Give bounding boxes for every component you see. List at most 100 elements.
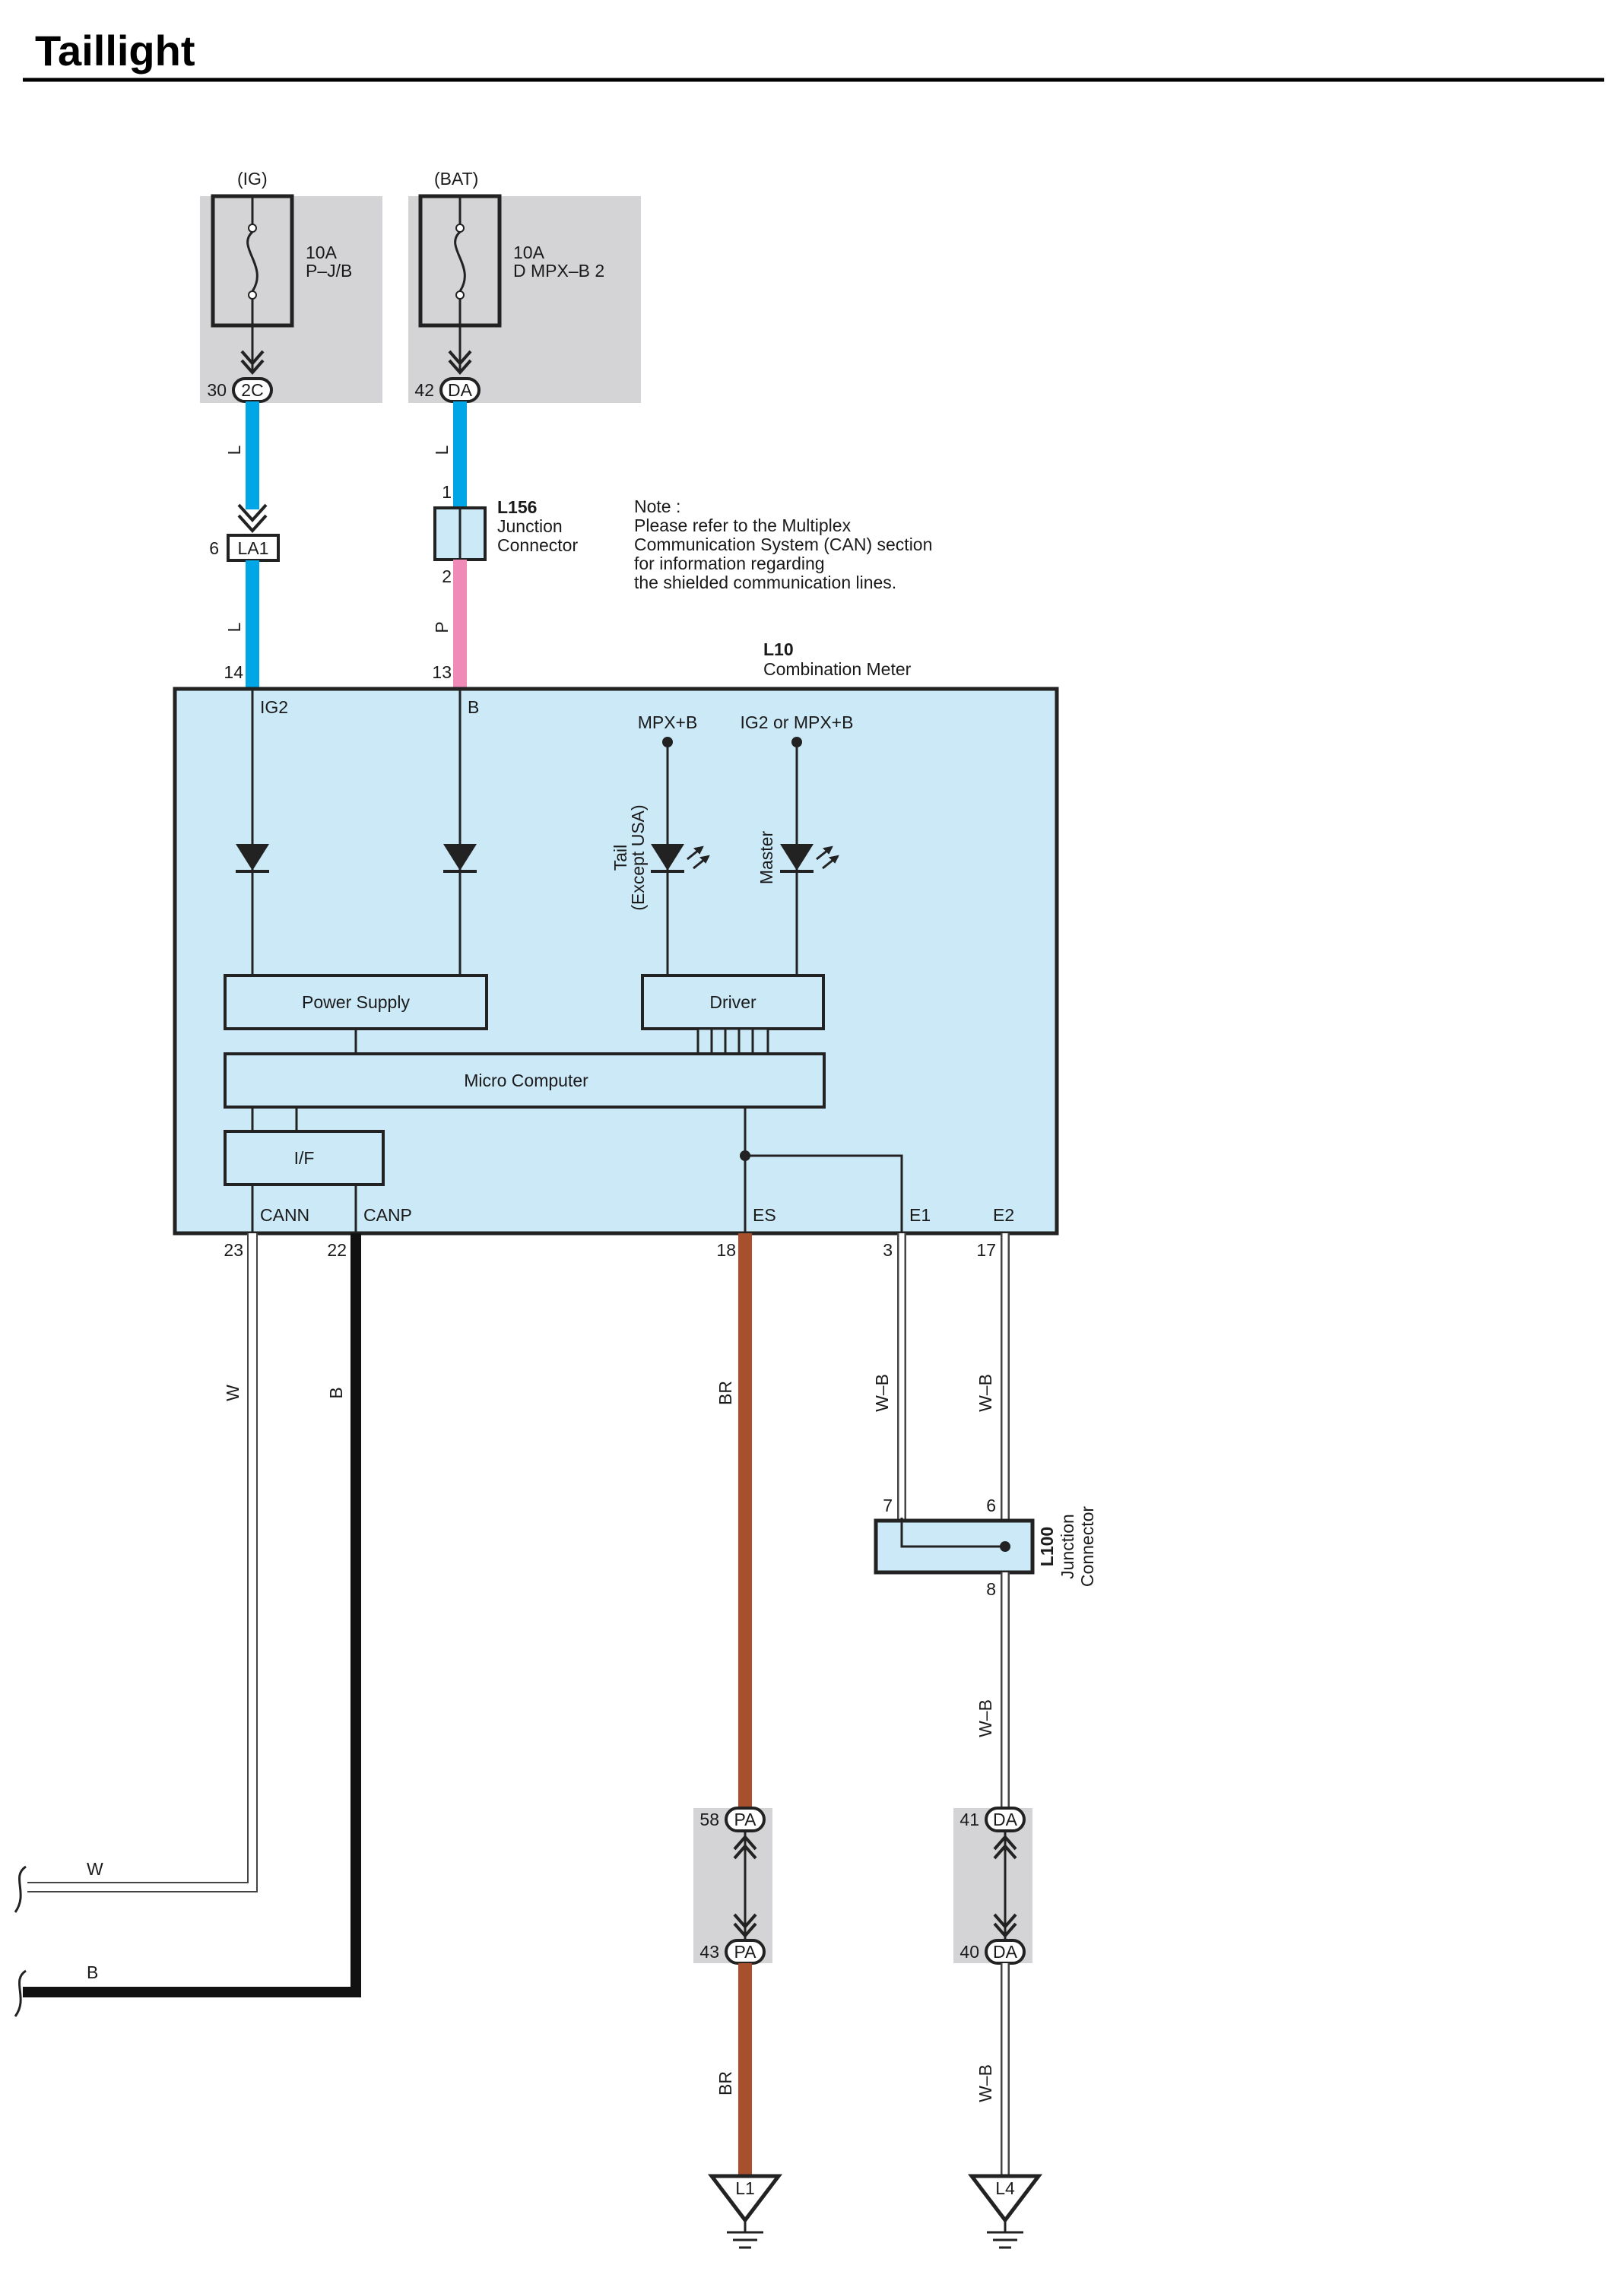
l10-terminal-mpxb: MPX+B <box>638 712 698 732</box>
b-diode <box>443 844 477 871</box>
l100-line2: Connector <box>1077 1506 1097 1587</box>
ground-l1-bars <box>727 2231 763 2249</box>
l100-line1: Junction <box>1058 1514 1077 1579</box>
wire-es-color-lower: BR <box>715 2071 735 2095</box>
fuse-ig-source: (IG) <box>237 169 268 189</box>
fuse-bat-rating: 10A <box>513 243 545 262</box>
fuse-ig-group: (IG) 10A P–J/B 2C 30 <box>200 169 382 403</box>
wire-cann-color-horiz: W <box>87 1859 103 1879</box>
inline-pa-bottom-label: PA <box>734 1942 757 1962</box>
tail-led <box>651 844 684 871</box>
upper-wires: LA1 6 L L 14 L 1 L156 Junction Connector… <box>209 401 578 689</box>
page-title: Taillight <box>35 27 195 75</box>
tail-led-arrowheads <box>693 845 710 864</box>
if-block <box>224 1130 385 1186</box>
es-to-e1 <box>745 1154 903 1233</box>
master-label: Master <box>756 831 776 885</box>
inline-pa-top-label: PA <box>734 1810 757 1829</box>
l156-line2: Connector <box>497 535 578 555</box>
combination-meter: L10 Combination Meter IG2 B MPX+B IG2 or… <box>173 639 1059 1236</box>
fuse-bat-dot-top <box>455 224 465 233</box>
l156-line1: Junction <box>497 516 563 536</box>
l10-pin-e2: 17 <box>976 1240 996 1260</box>
fuse-bat-pin: 42 <box>414 380 434 400</box>
fuse-ig-dot-top <box>248 224 257 233</box>
micro-computer-block <box>224 1052 826 1109</box>
l10-terminal-ig2-or-mpxb: IG2 or MPX+B <box>741 712 854 732</box>
fuse-bat-chevron <box>448 350 472 376</box>
wire-canp <box>23 1233 361 1997</box>
inline-da-top-label: DA <box>993 1810 1018 1829</box>
note-line5: the shielded communication lines. <box>634 573 896 592</box>
l10-terminal-e2: E2 <box>993 1205 1014 1225</box>
note-line4: for information regarding <box>634 554 825 573</box>
tail-label-line1: Tail <box>611 845 630 871</box>
inline-pa-top-pin: 58 <box>699 1810 719 1829</box>
l100-junction-dot <box>1000 1541 1010 1552</box>
l10-pin-e1: 3 <box>883 1240 893 1260</box>
fuse-bat-group: (BAT) 10A D MPX–B 2 DA 42 <box>408 169 641 403</box>
l10-terminal-e1: E1 <box>909 1205 931 1225</box>
l156-pin-out: 2 <box>442 566 452 586</box>
inline-da-arrow-up <box>993 1834 1017 1860</box>
ground-l4-bars <box>987 2231 1023 2249</box>
wire-ig-color-top: L <box>224 445 244 455</box>
l156-id: L156 <box>497 497 537 517</box>
ground-l4-triangle <box>967 2174 1043 2224</box>
driver-block <box>641 974 825 1030</box>
wire-cann-core <box>27 1233 256 1891</box>
note-line2: Please refer to the Multiplex <box>634 516 852 535</box>
inline-pa-arrow-up <box>733 1834 757 1860</box>
driver-bus-lines <box>710 1029 754 1054</box>
wire-cann <box>27 1233 258 1892</box>
wire-bat-color-pink: P <box>432 621 452 633</box>
l10-id: L10 <box>763 639 794 659</box>
inline-da-bottom-label: DA <box>993 1942 1018 1962</box>
fuse-box-bat <box>408 196 641 403</box>
la1-chevron <box>237 503 268 533</box>
l10-terminal-canp: CANP <box>363 1205 412 1225</box>
inline-da-bottom-pin: 40 <box>959 1942 979 1962</box>
note-line3: Communication System (CAN) section <box>634 535 932 554</box>
inline-pa-bottom-pin: 43 <box>699 1942 719 1962</box>
inline-pa-arrow-down <box>733 1913 757 1939</box>
driver-bus <box>696 1027 769 1055</box>
la1-pin: 6 <box>209 538 219 558</box>
ground-l4: L4 <box>967 2174 1043 2249</box>
note-line1: Note : <box>634 496 680 516</box>
fuse-ig-element <box>246 230 259 292</box>
power-supply-block <box>224 974 488 1030</box>
l10-pin-cann: 23 <box>224 1240 243 1260</box>
ig2-diode <box>236 844 269 871</box>
la1-label: LA1 <box>238 538 269 558</box>
l10-pin-es: 18 <box>716 1240 736 1260</box>
l10-pin-ig2: 14 <box>224 662 243 682</box>
fuse-ig-rating: 10A <box>306 243 338 262</box>
wire-l100-out-color: W–B <box>975 1699 995 1737</box>
l100-pin7: 7 <box>883 1496 893 1515</box>
l100-id: L100 <box>1037 1527 1057 1566</box>
fuse-ig-name: P–J/B <box>306 261 352 281</box>
l10-name: Combination Meter <box>763 659 912 679</box>
micro-computer-label: Micro Computer <box>464 1071 588 1090</box>
l10-terminal-es: ES <box>753 1205 776 1225</box>
master-led <box>780 844 814 871</box>
inline-da-box <box>953 1808 1032 1963</box>
l100-internal-link <box>900 1518 1005 1548</box>
micro-to-if-lines <box>251 1107 298 1131</box>
wire-bat-color: L <box>432 445 452 455</box>
note: Note : Please refer to the Multiplex Com… <box>634 496 932 592</box>
inline-pa-box <box>693 1808 772 1963</box>
tail-label-line2: (Except USA) <box>628 804 648 910</box>
wire-e2-color: W–B <box>975 1374 995 1412</box>
fuse-ig-dot-bottom <box>248 290 257 300</box>
l10-terminal-b: B <box>468 697 479 717</box>
wire-cann-break <box>14 1865 27 1913</box>
la1-connector <box>227 534 280 562</box>
fuse-bat-source: (BAT) <box>434 169 478 189</box>
wire-ig-color-bottom: L <box>224 622 244 632</box>
fuse-ig-connector-label: 2C <box>241 380 263 400</box>
ground-l4-label: L4 <box>995 2178 1015 2198</box>
l10-terminal-cann: CANN <box>260 1205 309 1225</box>
